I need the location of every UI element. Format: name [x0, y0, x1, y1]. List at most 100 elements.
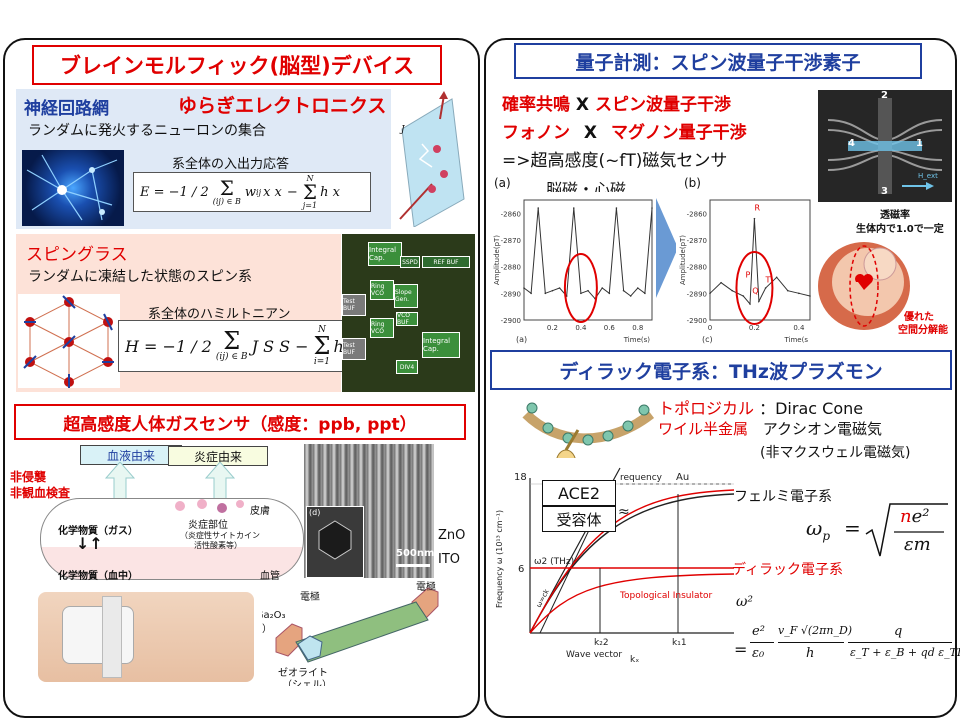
- frac1-num: e²: [752, 624, 765, 639]
- neural-eq-minus: −: [286, 184, 298, 200]
- data-point: [537, 207, 540, 209]
- upward-arrows: [104, 462, 236, 502]
- data-point: [742, 295, 745, 297]
- cross-2: X: [583, 123, 598, 143]
- data-point: [523, 287, 525, 289]
- y-tick-label: -2880: [687, 264, 707, 272]
- k2-label: k₂2: [594, 638, 609, 648]
- js-label: J: [401, 125, 405, 135]
- inflammation-site-note-1: （炎症性サイトカイン: [180, 531, 260, 540]
- kx-label: kₓ: [630, 655, 639, 665]
- data-point: [798, 292, 800, 295]
- chip-block-ref-buf: REF BUF: [422, 256, 470, 268]
- blood-origin-box: 血液由来: [80, 445, 182, 465]
- x-tick-label: 0.2: [547, 324, 558, 332]
- frac3-num: q: [894, 624, 903, 639]
- data-point: [758, 300, 760, 303]
- omega-squared: ω²: [736, 594, 754, 610]
- y-tick-label: -2890: [501, 290, 521, 298]
- data-point: [731, 289, 734, 292]
- data-point: [786, 289, 789, 292]
- chemical-blood-label: 化学物質（血中）: [58, 571, 138, 582]
- brainmorphic-title: ブレインモルフィック(脳型)デバイス: [32, 45, 442, 85]
- sem-scale-bar: [396, 564, 430, 567]
- light-line-2: [539, 527, 591, 634]
- inflammation-site-note-2: 活性酸素等）: [194, 541, 242, 550]
- neural-eq-lhs: E = −1 / 2: [140, 184, 209, 200]
- quantum-line-1: 確率共鳴 X スピン波量子干渉: [502, 90, 731, 115]
- data-point: [764, 287, 767, 289]
- spin-current-illustration: J: [392, 89, 474, 227]
- core-note-label: （コア）: [262, 624, 272, 635]
- data-point: [608, 292, 611, 295]
- data-point: [580, 292, 582, 295]
- spin-eq-minus: −: [295, 336, 309, 356]
- stochastic-resonance-label: 確率共鳴: [502, 95, 570, 115]
- neural-eq-label: 系全体の入出力応答: [172, 157, 290, 172]
- zno-label: ZnO: [438, 528, 466, 543]
- spin-glass-heading: スピングラス: [26, 245, 128, 265]
- chip-block-slope-gen: Slope Gen.: [394, 284, 418, 308]
- data-point: [629, 295, 632, 297]
- resolution-label-2: 空間分解能: [898, 325, 948, 336]
- peak-label: R: [754, 204, 760, 213]
- topological-label: トポロジカル: [658, 399, 755, 418]
- chip-block-vco-buf: VCO BUF: [396, 312, 418, 326]
- h-ext-label: H_ext: [918, 172, 938, 180]
- data-point: [544, 292, 547, 295]
- spin-eq-sum1-sub: (ij) ∈ B: [215, 352, 248, 362]
- y-axis-title: Frequency ω (10¹³ cm⁻¹): [495, 510, 504, 608]
- omega-p-sub: p: [822, 529, 830, 543]
- quantum-measurement-title: 量子計測：スピン波量子干渉素子: [514, 43, 922, 79]
- phonon-label: フォノン: [502, 123, 570, 143]
- chip-block-ring-vco: Ring VCO: [370, 280, 394, 300]
- chip-block-integral-cap-2: Integral Cap.: [422, 332, 460, 358]
- x-axis-label: Time(s: [783, 336, 808, 344]
- x-tick-label: 0.4: [793, 324, 805, 332]
- label-a: (a): [494, 176, 511, 190]
- dispersion-formula: ω² = e² ε₀ v_F √(2πn_D) h q ε_T + ε_B + …: [734, 594, 960, 674]
- chart-background: [490, 192, 658, 350]
- device-port-3: 3: [881, 186, 888, 197]
- quantum-line-2: フォノン X マグノン量子干渉: [502, 118, 747, 143]
- fermi-dispersion-curve-red: [529, 489, 735, 634]
- spin-glass-desc: ランダムに凍結した状態のスピン系: [28, 269, 252, 285]
- fetal-heart-illustration: [812, 228, 922, 338]
- x-axis-label: Time(s): [623, 336, 651, 344]
- spin-eq-sum2-top: N: [318, 324, 326, 335]
- data-point: [775, 276, 778, 279]
- data-point: [749, 303, 751, 305]
- permeability-label-2: 生体内で1.0で一定: [856, 224, 944, 235]
- data-point: [530, 292, 532, 295]
- y-tick-label: -2860: [501, 210, 521, 218]
- chip-block-integral-cap: Integral Cap.: [368, 242, 402, 266]
- omega-p-numerator: ne²: [900, 506, 929, 527]
- weyl-line: ワイル半金属 アクシオン電磁気: [658, 418, 882, 439]
- weyl-semimetal-label: ワイル半金属: [658, 420, 749, 438]
- sem-scale-label: 500nm: [396, 548, 434, 559]
- spin-hamiltonian-equation: H = −1 / 2 Σ (ij) ∈ B J S S − N Σ i=1 h …: [118, 320, 373, 372]
- y-axis-label: Amplitude(pT): [679, 235, 687, 285]
- vessel-label: 血管: [260, 571, 280, 582]
- ito-label: ITO: [438, 552, 461, 567]
- neuron-network-drawing: [26, 154, 118, 221]
- shell-material-label: ゼオライト: [278, 668, 328, 679]
- chip-block-ring-vco-2: Ring VCO: [370, 318, 394, 338]
- device-port-1: 1: [916, 138, 923, 149]
- data-point: [551, 289, 554, 292]
- quantum-line-3: =>超高感度(~fT)磁気センサ: [502, 151, 728, 171]
- neural-heading: 神経回路網: [24, 99, 109, 119]
- electrode-left-label: 電極: [300, 592, 320, 603]
- neural-eq-term1-tail: x x: [263, 184, 282, 200]
- fermi-electron-label: フェルミ電子系: [734, 489, 832, 505]
- neuron-image: [22, 150, 124, 226]
- shell-note-label: （シェル）: [282, 680, 332, 686]
- chip-layout-image: Integral Cap. SSPD REF BUF Ring VCO Slop…: [342, 234, 475, 392]
- y-tick-label: -2870: [501, 237, 521, 245]
- y-tick-18: 18: [514, 472, 527, 483]
- highlight-ellipse: [735, 251, 774, 325]
- cross-1: X: [575, 95, 590, 115]
- break-mark: ≈: [618, 504, 630, 520]
